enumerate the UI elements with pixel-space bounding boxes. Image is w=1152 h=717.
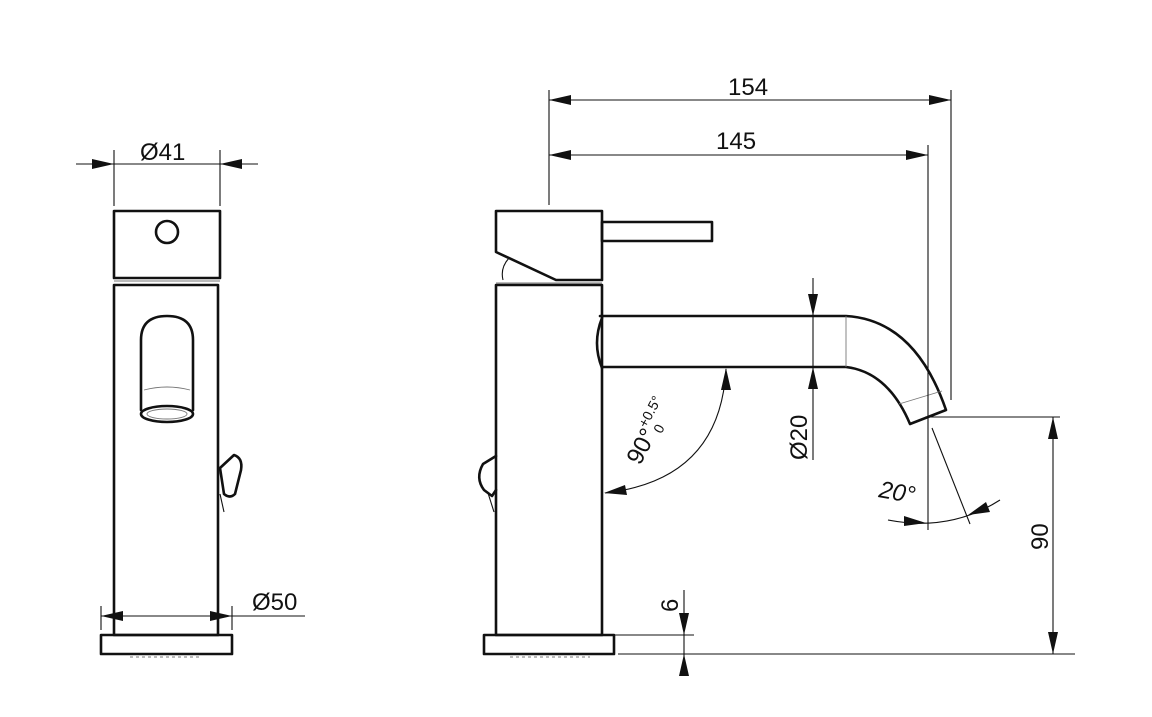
front-spout-outlet (139, 404, 195, 424)
front-handle-hole (154, 219, 180, 245)
front-body (112, 283, 220, 637)
front-drain-knob (218, 453, 243, 498)
label-overall-reach: 154 (728, 74, 768, 101)
label-top-diameter: Ø41 (140, 139, 185, 166)
front-handle-cap (112, 209, 222, 280)
side-body (494, 283, 604, 637)
side-handle-block (494, 209, 604, 282)
side-lever (600, 220, 714, 243)
front-view: Ø41 Ø50 (76, 139, 305, 658)
dim-outlet-angle: 20° (876, 427, 1001, 526)
front-spout (139, 314, 195, 412)
dim-overall-reach: 154 (548, 74, 952, 400)
side-spout (598, 314, 948, 426)
side-drain-knob (477, 454, 498, 498)
label-base-height: 6 (657, 599, 684, 612)
label-base-diameter: Ø50 (252, 589, 297, 616)
side-base (482, 633, 616, 656)
dim-front-top-diameter: Ø41 (76, 139, 258, 206)
side-view: 154 145 Ø20 90° +0.5° 0 (477, 74, 1075, 676)
label-spout-reach: 145 (716, 128, 756, 155)
front-base (99, 633, 234, 656)
label-outlet-height: 90 (1027, 523, 1054, 550)
label-spout-diameter: Ø20 (786, 415, 813, 460)
dim-front-base-diameter: Ø50 (100, 589, 305, 630)
label-outlet-angle: 20° (876, 476, 918, 509)
dim-base-height: 6 (614, 590, 694, 676)
dim-spout-diameter: Ø20 (786, 278, 818, 460)
side-spout-root (595, 316, 604, 370)
label-spout-angle-tol-upper: +0.5° (635, 393, 665, 430)
dim-outlet-height: 90 (618, 416, 1075, 655)
dim-spout-angle: 90° +0.5° 0 (604, 368, 731, 495)
dim-spout-reach: 145 (549, 128, 929, 530)
